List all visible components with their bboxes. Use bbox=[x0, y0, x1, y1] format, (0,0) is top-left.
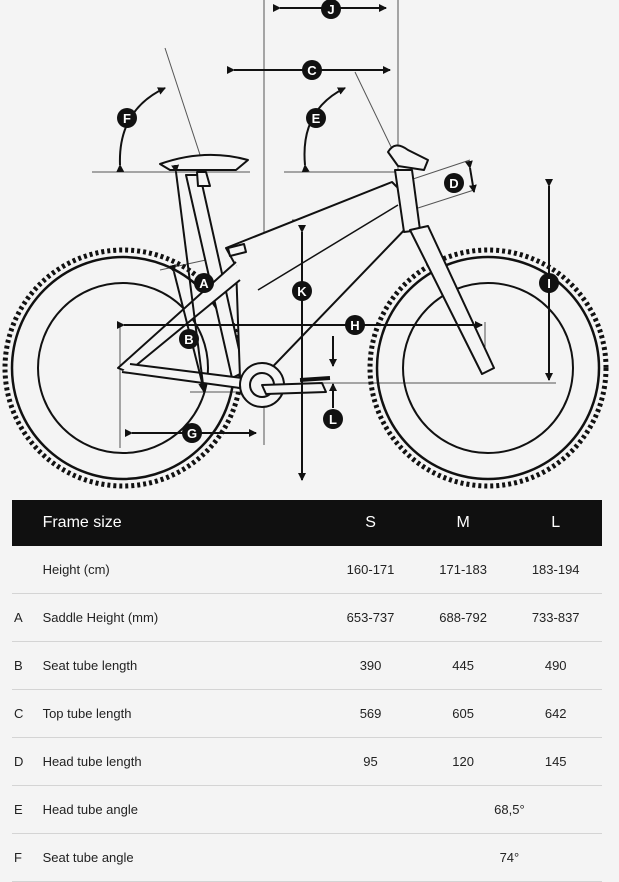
marker-D: D bbox=[444, 173, 464, 193]
table-row: D Head tube length 95 120 145 bbox=[12, 738, 602, 786]
table-header: Frame size S M L bbox=[12, 500, 602, 546]
svg-text:K: K bbox=[297, 284, 307, 299]
header-frame-size: Frame size bbox=[42, 514, 122, 531]
cell-l: 145 bbox=[544, 754, 567, 769]
cell-m-l-merged: 74° bbox=[499, 850, 520, 865]
svg-text:I: I bbox=[547, 276, 551, 291]
row-label: Head tube length bbox=[42, 754, 142, 769]
marker-B: B bbox=[179, 329, 199, 349]
svg-text:G: G bbox=[187, 426, 197, 441]
marker-I: I bbox=[539, 273, 559, 293]
marker-H: H bbox=[345, 315, 365, 335]
svg-text:F: F bbox=[123, 111, 131, 126]
cell-s: 390 bbox=[359, 658, 382, 673]
cell-l: 490 bbox=[544, 658, 567, 673]
frame-size-table: Frame size S M L Height (cm) 160-171 171… bbox=[12, 500, 602, 882]
row-label: Seat tube length bbox=[42, 658, 138, 673]
svg-text:C: C bbox=[307, 63, 317, 78]
svg-text:H: H bbox=[350, 318, 359, 333]
cell-m: 605 bbox=[452, 706, 474, 721]
row-label: Seat tube angle bbox=[42, 850, 134, 865]
row-letter: C bbox=[14, 706, 24, 721]
cell-s: 95 bbox=[363, 754, 378, 769]
cell-l: 733-837 bbox=[531, 610, 580, 625]
table-row: A Saddle Height (mm) 653-737 688-792 733… bbox=[12, 594, 602, 642]
cell-m-l-merged: 68,5° bbox=[494, 802, 525, 817]
row-letter: B bbox=[14, 658, 23, 673]
svg-text:B: B bbox=[184, 332, 193, 347]
row-label: Height (cm) bbox=[42, 562, 110, 577]
cell-l: 183-194 bbox=[531, 562, 580, 577]
svg-text:D: D bbox=[449, 176, 458, 191]
row-letter: F bbox=[14, 850, 22, 865]
bike-geometry-diagram: J C F E D A K I B H G L bbox=[2, 0, 609, 489]
marker-E: E bbox=[306, 108, 326, 128]
cell-s: 569 bbox=[359, 706, 382, 721]
row-letter: E bbox=[14, 802, 23, 817]
row-letter: D bbox=[14, 754, 24, 769]
header-size-m: M bbox=[456, 514, 470, 531]
table-row: Height (cm) 160-171 171-183 183-194 bbox=[12, 546, 602, 594]
cell-m: 120 bbox=[452, 754, 474, 769]
table-row: C Top tube length 569 605 642 bbox=[12, 690, 602, 738]
marker-F: F bbox=[117, 108, 137, 128]
table-row: E Head tube angle 68,5° bbox=[12, 786, 602, 834]
cell-l: 642 bbox=[544, 706, 567, 721]
row-label: Top tube length bbox=[42, 706, 132, 721]
marker-J: J bbox=[321, 0, 341, 19]
svg-text:J: J bbox=[327, 2, 334, 17]
cell-m: 688-792 bbox=[439, 610, 487, 625]
cell-s: 653-737 bbox=[346, 610, 395, 625]
table-row: F Seat tube angle 74° bbox=[12, 834, 602, 882]
svg-text:E: E bbox=[312, 111, 321, 126]
table-row: B Seat tube length 390 445 490 bbox=[12, 642, 602, 690]
cell-m: 171-183 bbox=[439, 562, 487, 577]
header-size-s: S bbox=[365, 514, 376, 531]
svg-text:L: L bbox=[329, 412, 337, 427]
row-label: Head tube angle bbox=[42, 802, 138, 817]
cell-s: 160-171 bbox=[346, 562, 395, 577]
marker-K: K bbox=[292, 281, 312, 301]
row-letter: A bbox=[14, 610, 23, 625]
marker-G: G bbox=[182, 423, 202, 443]
cell-m: 445 bbox=[452, 658, 474, 673]
marker-A: A bbox=[194, 273, 214, 293]
header-size-l: L bbox=[551, 514, 561, 531]
front-wheel bbox=[367, 247, 609, 489]
svg-text:A: A bbox=[199, 276, 209, 291]
marker-L: L bbox=[323, 409, 343, 429]
row-label: Saddle Height (mm) bbox=[42, 610, 159, 625]
bike-frame bbox=[117, 144, 495, 408]
marker-C: C bbox=[302, 60, 322, 80]
